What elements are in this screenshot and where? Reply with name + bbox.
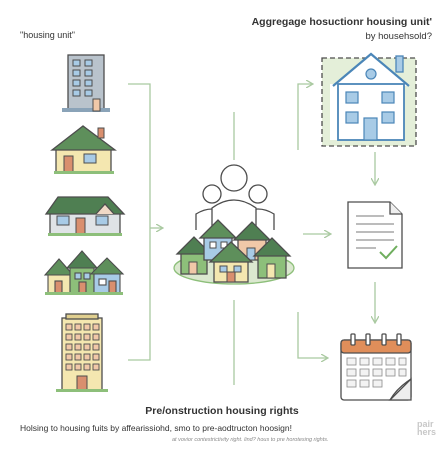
left-column-label: "housing unit" — [20, 30, 75, 40]
bottom-subtitle: Holsing to housing fuits by affearissioh… — [20, 423, 292, 433]
left-bracket-line — [128, 83, 151, 361]
watermark: pair hers — [416, 419, 436, 437]
bungalow-icon — [44, 196, 126, 236]
bottom-title: Pre/onstruction housing rights — [145, 405, 299, 417]
document-check-icon — [347, 201, 403, 269]
row-houses-icon — [43, 250, 125, 295]
blueprint-house-icon — [321, 52, 417, 147]
lower-right-arrow — [297, 312, 327, 358]
upper-right-arrow — [297, 84, 312, 150]
calendar-icon — [340, 333, 412, 401]
apartment-tower-icon — [62, 54, 110, 112]
high-rise-icon — [56, 313, 108, 392]
diagram-title-line2: by househsold? — [365, 31, 432, 42]
connector-lines — [128, 84, 375, 385]
diagram-title-line1: Aggregage hosuctionr housing unit' — [251, 16, 432, 28]
bottom-note: at vovior contestrictivity right. lind? … — [172, 437, 329, 443]
house-icon — [50, 125, 117, 174]
household-with-houses-icon — [173, 164, 295, 285]
